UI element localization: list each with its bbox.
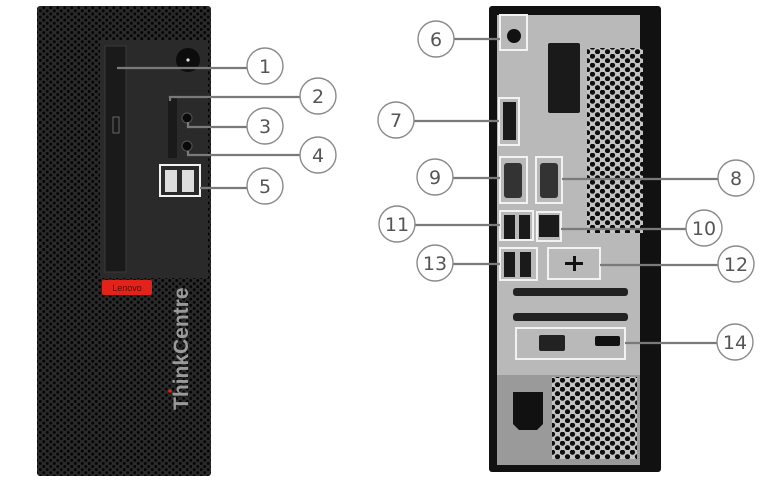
usb-port-front [182,170,194,192]
headphone-jack [181,140,193,152]
svg-text:6: 6 [430,29,442,51]
expansion-slot [513,313,628,321]
svg-text:8: 8 [730,168,742,190]
svg-text:3: 3 [259,116,271,138]
usb-port-rear [520,252,531,277]
thinkcentre-logo: ThinkCentre [170,287,193,410]
callout-5: 5 [246,167,284,205]
lenovo-badge [102,280,152,295]
expansion-slot [513,288,628,296]
expansion-knockout [573,256,576,271]
microphone-jack [181,112,193,124]
callout-11: 11 [378,205,416,243]
svg-text:12: 12 [724,254,748,276]
svg-text:1: 1 [259,56,271,78]
callout-9: 9 [416,158,454,196]
callout-8: 8 [717,159,755,197]
usb-port-rear [519,215,530,239]
svg-text:10: 10 [692,218,716,240]
svg-text:13: 13 [423,253,447,275]
rear-vent [587,48,643,233]
rear-view [489,6,661,472]
audio-line-out [507,29,521,43]
svg-text:5: 5 [259,176,271,198]
svg-text:2: 2 [312,86,324,108]
leader-lines [117,37,718,345]
brand-badge-text: Lenovo [112,283,142,293]
displayport [503,102,516,140]
callout-3: 3 [246,107,284,145]
usb-port-rear [504,215,515,239]
callout-2: 2 [299,77,337,115]
callout-6: 6 [417,20,455,58]
callout-1: 1 [246,47,284,85]
svg-text:7: 7 [390,110,402,132]
graphics-hdmi-port [595,336,620,346]
svg-text:9: 9 [429,167,441,189]
callout-7: 7 [377,101,415,139]
svg-text:11: 11 [385,214,409,236]
serial-port [540,163,558,198]
front-view: Lenovo ThinkCentre [37,6,211,476]
optical-drive [104,45,127,273]
usb-port-rear [504,252,515,277]
card-reader-slot [168,98,177,158]
graphics-vga-port [539,335,565,351]
callout-10: 10 [685,209,723,247]
callout-13: 13 [416,244,454,282]
rear-cover [548,43,580,113]
ethernet-port [539,215,559,237]
vga-port [504,163,522,198]
callout-14: 14 [716,323,754,361]
usb-port-front [165,170,177,192]
power-connector [513,392,543,430]
callout-12: 12 [717,245,755,283]
callout-4: 4 [299,136,337,174]
eject-button [112,116,120,134]
svg-text:14: 14 [723,332,747,354]
svg-text:4: 4 [312,145,324,167]
